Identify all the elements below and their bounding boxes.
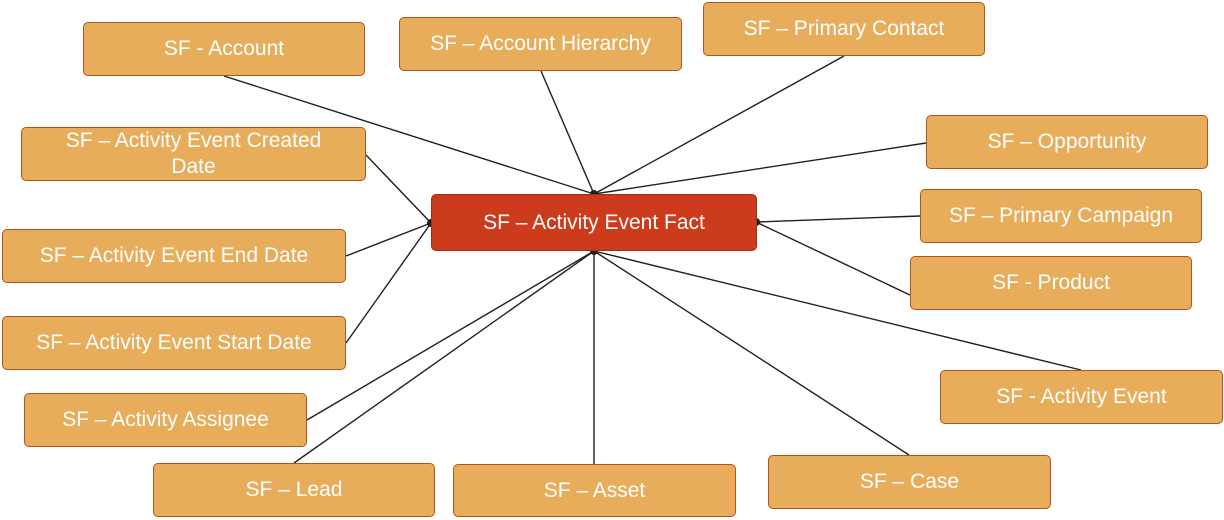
edge-lead [293,250,595,464]
edge-case [593,250,910,456]
edge-end-date [345,222,432,257]
dimension-node-asset[interactable]: SF – Asset [453,464,736,517]
dimension-node-account[interactable]: SF - Account [83,22,365,76]
dimension-node-opportunity[interactable]: SF – Opportunity [926,115,1208,169]
dimension-node-lead[interactable]: SF – Lead [153,463,435,517]
edge-start-date [345,222,432,344]
dimension-node-primary-campaign[interactable]: SF – Primary Campaign [920,189,1202,243]
dimension-node-case[interactable]: SF – Case [768,455,1051,509]
dimension-node-activity-assignee[interactable]: SF – Activity Assignee [24,393,307,447]
dimension-node-activity-event-created-date[interactable]: SF – Activity Event Created Date [21,127,366,181]
edge-primary-contact [593,55,845,195]
edge-product [755,221,911,296]
dimension-node-activity-event-start-date[interactable]: SF – Activity Event Start Date [2,316,346,370]
edge-account [223,75,595,195]
dimension-node-product[interactable]: SF - Product [910,256,1192,310]
dimension-node-activity-event[interactable]: SF - Activity Event [940,370,1223,424]
edge-activity-event [593,250,1082,371]
fact-node-activity-event-fact[interactable]: SF – Activity Event Fact [431,194,757,251]
dimension-node-primary-contact[interactable]: SF – Primary Contact [703,2,985,56]
edge-opportunity [593,142,927,195]
dimension-node-account-hierarchy[interactable]: SF – Account Hierarchy [399,17,682,71]
edge-activity-assignee [306,250,595,421]
edge-primary-campaign [755,215,921,223]
edge-created-date [365,154,432,224]
dimension-node-activity-event-end-date[interactable]: SF – Activity Event End Date [2,229,346,283]
edge-account-hierarchy [540,70,595,195]
